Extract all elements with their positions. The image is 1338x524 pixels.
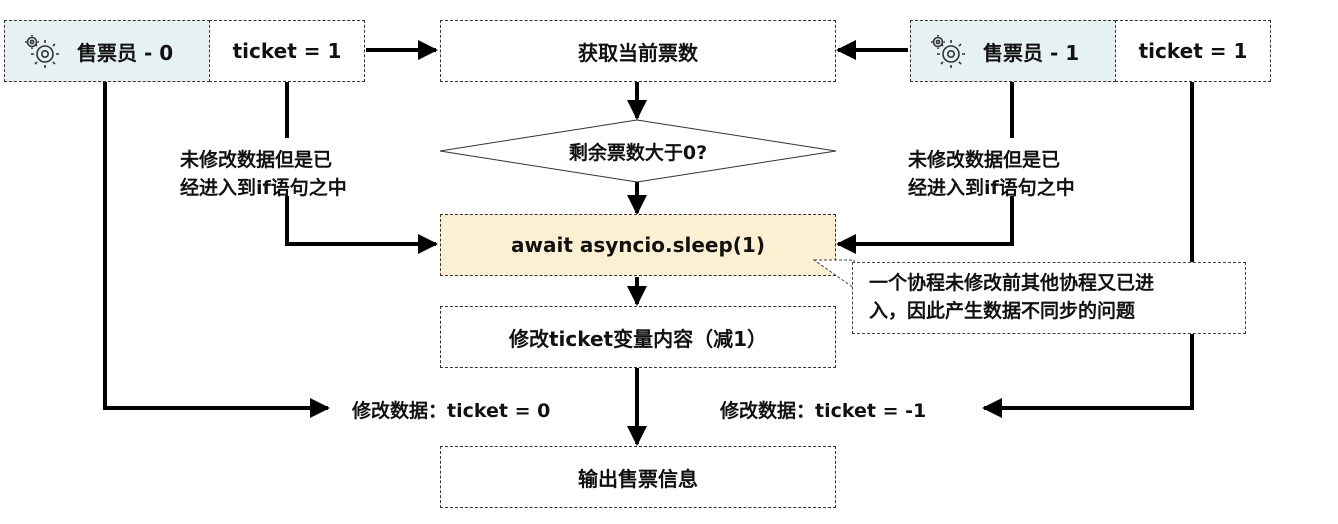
arrow-ticket1-to-result [982, 82, 1194, 418]
callout-line: 入，因此产生数据不同步的问题 [869, 300, 1136, 322]
seller-1-box: 售票员 - 1 [910, 20, 1116, 82]
arrow-left-ticket-to-await [285, 196, 438, 254]
right-side-note: 未修改数据但是已 经进入到if语句之中 [908, 146, 1075, 202]
decision-label: 剩余票数大于0? [568, 141, 708, 164]
arrow-seller0-to-result [103, 82, 330, 418]
arrow-right-ticket-to-await [836, 196, 1014, 254]
right-result-label: 修改数据：ticket = -1 [720, 400, 927, 422]
callout-line: 一个协程未修改前其他协程又已进 [869, 272, 1155, 294]
left-result-label: 修改数据：ticket = 0 [352, 400, 551, 422]
gears-icon [25, 35, 59, 68]
decision-diamond [439, 119, 837, 183]
left-side-note-line: 经进入到if语句之中 [180, 177, 347, 199]
await-box: await asyncio.sleep(1) [440, 214, 836, 276]
left-side-note: 未修改数据但是已 经进入到if语句之中 [180, 146, 347, 202]
right-side-note-line: 经进入到if语句之中 [908, 177, 1075, 199]
callout-note: 一个协程未修改前其他协程又已进 入，因此产生数据不同步的问题 [852, 262, 1246, 334]
seller-1-name: 售票员 - 1 [983, 40, 1080, 65]
right-side-note-line: 未修改数据但是已 [908, 149, 1061, 171]
gears-icon [931, 35, 965, 68]
get-count-box: 获取当前票数 [440, 20, 836, 82]
output-box: 输出售票信息 [440, 446, 836, 508]
left-side-note-line: 未修改数据但是已 [180, 149, 333, 171]
seller-0-ticket: ticket = 1 [209, 20, 365, 82]
seller-1-ticket: ticket = 1 [1115, 20, 1271, 82]
modify-box: 修改ticket变量内容（减1） [440, 306, 836, 368]
seller-0-name: 售票员 - 0 [77, 40, 174, 65]
callout-pointer [812, 259, 855, 289]
seller-0-box: 售票员 - 0 [4, 20, 210, 82]
